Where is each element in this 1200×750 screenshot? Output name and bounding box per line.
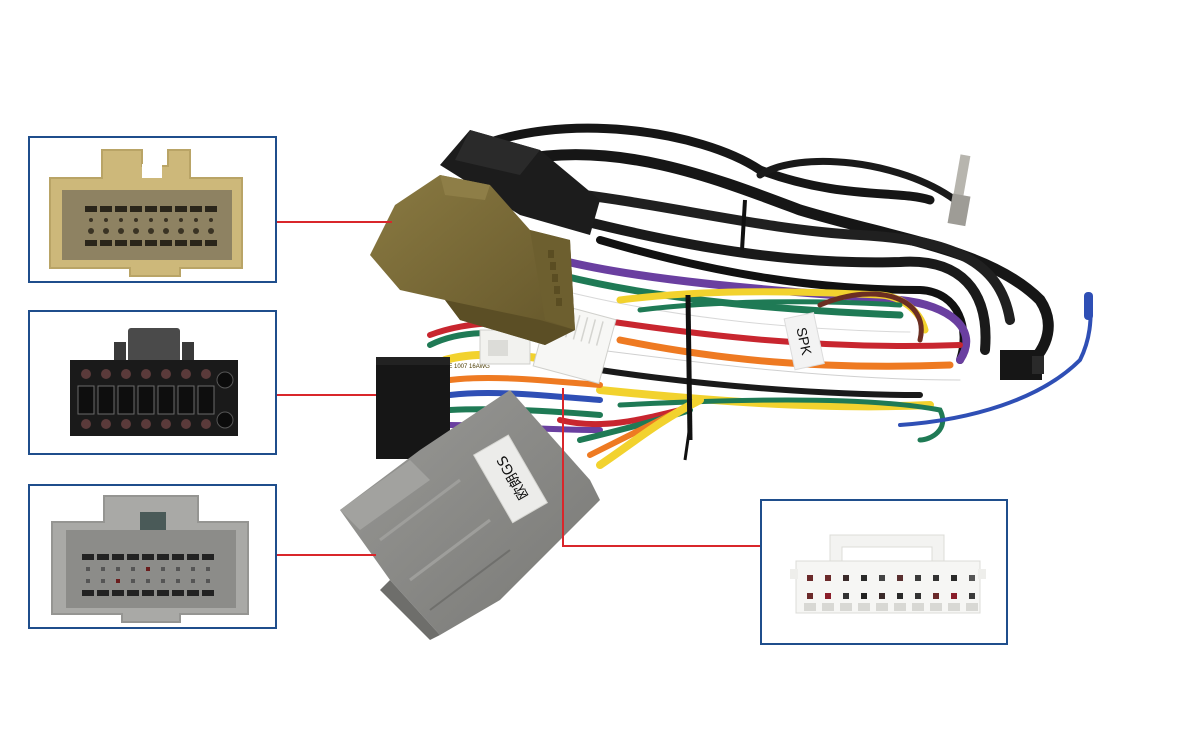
callout-line-black — [276, 394, 376, 396]
wire-print-text: LE 1007 16AWG — [445, 364, 490, 370]
callout-line-white-vertical — [562, 388, 564, 546]
colored-wire-bundle — [427, 256, 1093, 469]
callout-line-gray — [276, 554, 376, 556]
detail-box-black-connector — [28, 310, 277, 455]
antenna-plug — [947, 154, 971, 227]
zip-ties — [683, 199, 747, 461]
black-cable-bundle — [465, 123, 1054, 376]
black-connector-face-illustration — [70, 328, 238, 436]
detail-box-tan-connector — [28, 136, 277, 283]
callout-line-tan — [276, 221, 392, 223]
detail-box-white-connector — [760, 499, 1008, 645]
white-connector-face-illustration — [790, 534, 986, 614]
small-black-plug — [1000, 350, 1044, 380]
spk-tag-text: SPK — [793, 326, 815, 357]
tan-connector-face-illustration — [49, 149, 243, 277]
gray-connector-face-illustration — [51, 495, 249, 623]
tan-connector-pins — [85, 206, 217, 246]
spk-tag: SPK — [783, 312, 825, 371]
detail-box-gray-connector — [28, 484, 277, 629]
tan-20pin-harness-connector — [370, 175, 575, 345]
gray-20pin-harness-connector — [340, 390, 600, 640]
black-molded-plug — [440, 130, 600, 235]
callout-line-white-horizontal — [562, 545, 762, 547]
